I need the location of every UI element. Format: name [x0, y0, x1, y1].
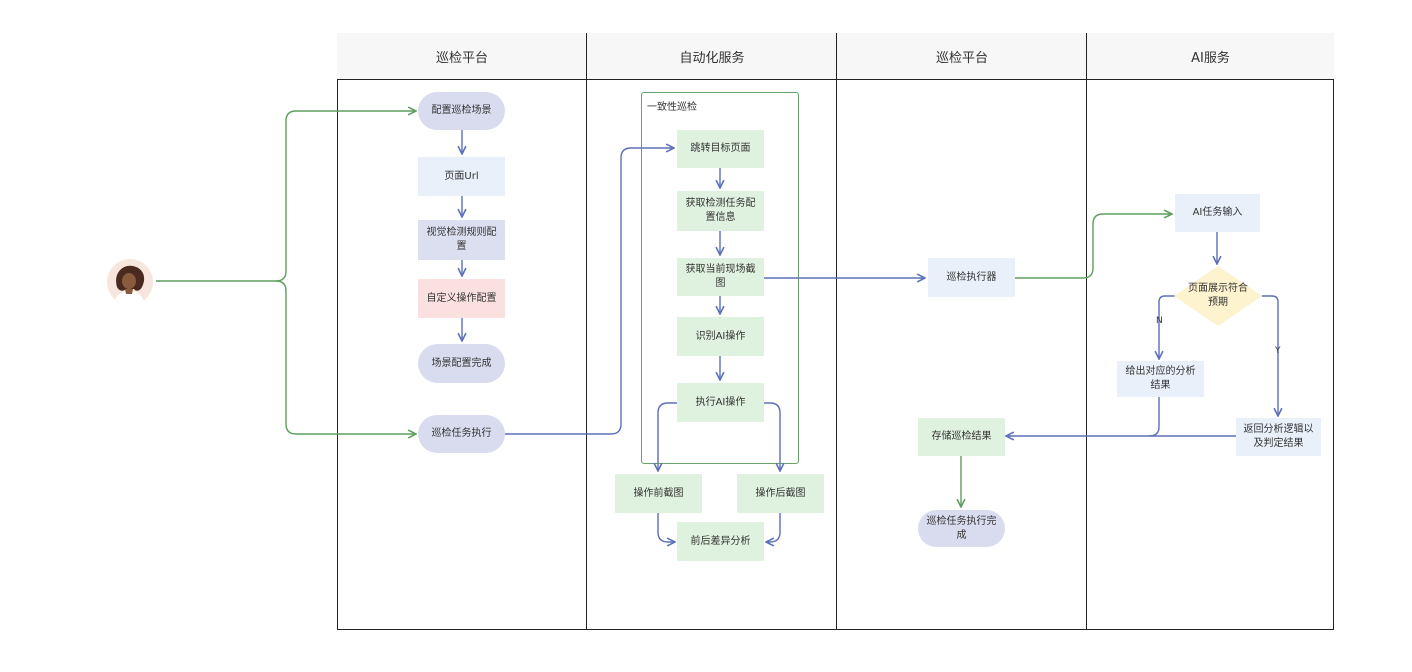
group-label: 一致性巡检	[647, 102, 697, 113]
task-exec-node[interactable]: 巡检任务执行	[418, 415, 505, 453]
exec-ai-node[interactable]: 执行AI操作	[677, 383, 764, 422]
lane-header-automation-service: 自动化服务	[587, 33, 837, 80]
lane-header-ai-service: AI服务	[1087, 33, 1334, 80]
lane-divider	[586, 33, 587, 630]
lane-title: 自动化服务	[679, 50, 745, 66]
get-config-node[interactable]: 获取检测任务配置信息	[677, 191, 764, 231]
lane-title: 巡检平台	[935, 50, 988, 66]
diff-analysis-node[interactable]: 前后差异分析	[677, 522, 764, 561]
after-shot-node[interactable]: 操作后截图	[737, 474, 824, 513]
before-shot-node[interactable]: 操作前截图	[615, 474, 702, 513]
user-avatar-icon	[107, 259, 153, 305]
lane-title: 巡检平台	[435, 50, 488, 66]
give-analysis-node[interactable]: 给出对应的分析结果	[1117, 361, 1204, 397]
page-url-node[interactable]: 页面Url	[418, 157, 505, 196]
custom-ops-node[interactable]: 自定义操作配置	[418, 279, 505, 318]
jump-page-node[interactable]: 跳转目标页面	[677, 130, 764, 168]
task-done-node[interactable]: 巡检任务执行完成	[918, 510, 1005, 547]
branch-yes-label: Y	[1275, 346, 1281, 356]
return-logic-node[interactable]: 返回分析逻辑以及判定结果	[1236, 418, 1321, 456]
ai-input-node[interactable]: AI任务输入	[1175, 194, 1260, 232]
lane-header-inspection-platform-2: 巡检平台	[837, 33, 1087, 80]
lane-divider	[836, 33, 837, 630]
lane-header-inspection-platform: 巡检平台	[337, 33, 587, 80]
decision-diamond[interactable]: 页面展示符合预期	[1174, 266, 1262, 326]
store-result-node[interactable]: 存储巡检结果	[918, 418, 1005, 456]
lane-divider	[1086, 33, 1087, 630]
visual-rules-node[interactable]: 视觉检测规则配置	[418, 220, 505, 260]
decision-label: 页面展示符合预期	[1188, 283, 1248, 308]
get-screenshot-node[interactable]: 获取当前现场截图	[677, 258, 764, 296]
diamond-shape	[1174, 266, 1262, 326]
lane-title: AI服务	[1191, 50, 1230, 66]
recognize-ai-node[interactable]: 识别AI操作	[677, 317, 764, 356]
config-scene-node[interactable]: 配置巡检场景	[418, 92, 505, 130]
branch-no-label: N	[1156, 316, 1163, 326]
scene-done-node[interactable]: 场景配置完成	[418, 344, 505, 383]
executor-node[interactable]: 巡检执行器	[928, 258, 1015, 297]
